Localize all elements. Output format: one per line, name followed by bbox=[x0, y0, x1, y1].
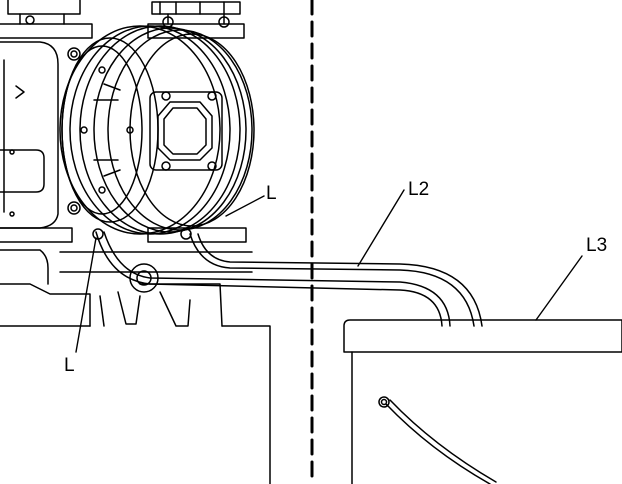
callout-l-lower: L bbox=[64, 355, 75, 376]
pump-stand bbox=[0, 325, 271, 484]
callout-l-upper: L bbox=[266, 183, 277, 204]
top-manifold bbox=[0, 0, 245, 39]
callout-l2: L2 bbox=[408, 179, 430, 200]
collection-bucket bbox=[343, 319, 622, 484]
callout-l3: L3 bbox=[586, 235, 608, 256]
bottom-manifold bbox=[0, 227, 253, 327]
drain-line-right bbox=[189, 233, 483, 327]
fluid-cover bbox=[59, 25, 255, 235]
inspection-window bbox=[149, 91, 223, 171]
drain-line-left bbox=[95, 231, 451, 327]
leader-lines bbox=[75, 189, 583, 353]
center-housing bbox=[0, 41, 59, 229]
